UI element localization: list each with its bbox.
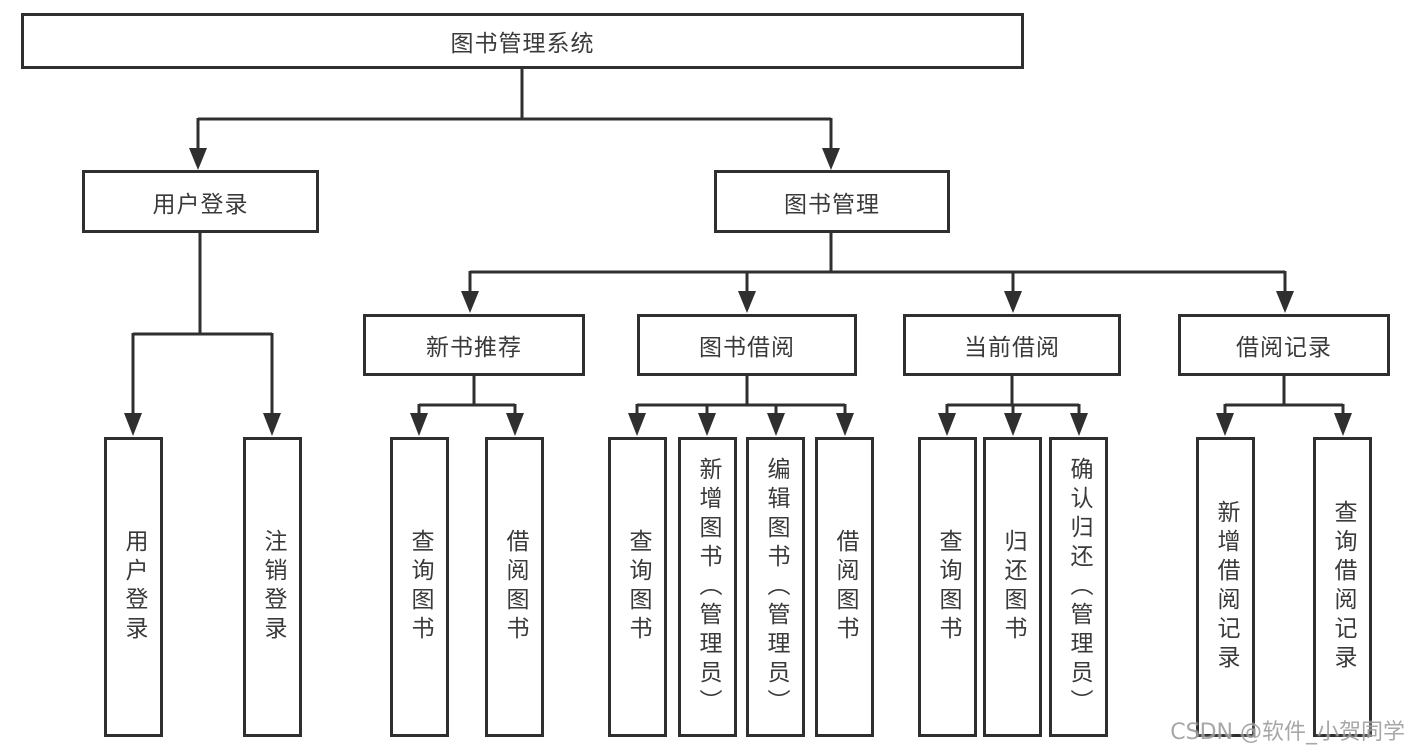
leaf-logout: 注销登录 xyxy=(243,437,302,737)
connector-borrow-record xyxy=(1223,376,1345,416)
leaf-return-book-label: 归还图书 xyxy=(1000,529,1026,645)
leaf-edit-book-admin: 编辑图书（管理员） xyxy=(746,437,805,737)
connector-current-borrow xyxy=(945,376,1081,416)
connector-book-borrow xyxy=(635,376,847,416)
node-user-login: 用户登录 xyxy=(82,170,319,233)
leaf-query-borrow-record: 查询借阅记录 xyxy=(1313,437,1372,737)
node-root-label: 图书管理系统 xyxy=(450,31,595,57)
leaf-confirm-return-admin-label: 确认归还（管理员） xyxy=(1066,456,1092,718)
node-book-borrow-label: 图书借阅 xyxy=(699,335,795,361)
leaf-borrow-book-2-label: 借阅图书 xyxy=(832,529,858,645)
arrowheads xyxy=(124,148,1352,436)
leaf-query-book-2-label: 查询图书 xyxy=(625,529,651,645)
node-current-borrow-label: 当前借阅 xyxy=(964,335,1060,361)
connector-root xyxy=(196,69,833,150)
leaf-logout-label: 注销登录 xyxy=(260,529,286,645)
node-root: 图书管理系统 xyxy=(21,13,1024,69)
leaf-add-borrow-record: 新增借阅记录 xyxy=(1196,437,1255,737)
node-new-book-recommend-label: 新书推荐 xyxy=(426,335,522,361)
connector-new-book xyxy=(417,376,517,416)
node-user-login-label: 用户登录 xyxy=(152,191,249,218)
leaf-return-book: 归还图书 xyxy=(983,437,1042,737)
node-book-mgmt-label: 图书管理 xyxy=(784,191,880,218)
node-book-borrow: 图书借阅 xyxy=(637,314,857,376)
leaf-query-book-1-label: 查询图书 xyxy=(407,529,433,645)
node-borrow-record-label: 借阅记录 xyxy=(1236,335,1332,361)
node-current-borrow: 当前借阅 xyxy=(903,314,1121,376)
leaf-edit-book-admin-label: 编辑图书（管理员） xyxy=(763,456,789,718)
leaf-add-book-admin-label: 新增图书（管理员） xyxy=(695,456,721,718)
leaf-borrow-book-1: 借阅图书 xyxy=(485,437,544,737)
leaf-query-book-3-label: 查询图书 xyxy=(935,529,961,645)
csdn-watermark: CSDN @软件_小贺同学 xyxy=(1170,720,1405,745)
leaf-query-borrow-record-label: 查询借阅记录 xyxy=(1330,500,1356,674)
connector-user-login xyxy=(131,233,274,416)
leaf-query-book-1: 查询图书 xyxy=(390,437,449,737)
leaf-user-login-label: 用户登录 xyxy=(121,529,147,645)
leaf-borrow-book-1-label: 借阅图书 xyxy=(502,529,528,645)
leaf-confirm-return-admin: 确认归还（管理员） xyxy=(1049,437,1108,737)
leaf-query-book-2: 查询图书 xyxy=(608,437,667,737)
leaf-user-login: 用户登录 xyxy=(104,437,163,737)
node-borrow-record: 借阅记录 xyxy=(1178,314,1390,376)
node-new-book-recommend: 新书推荐 xyxy=(363,314,585,376)
leaf-add-borrow-record-label: 新增借阅记录 xyxy=(1213,500,1239,674)
leaf-borrow-book-2: 借阅图书 xyxy=(815,437,874,737)
leaf-query-book-3: 查询图书 xyxy=(918,437,977,737)
leaf-add-book-admin: 新增图书（管理员） xyxy=(678,437,737,737)
node-book-mgmt: 图书管理 xyxy=(714,170,950,233)
connector-book-mgmt xyxy=(468,233,1287,294)
